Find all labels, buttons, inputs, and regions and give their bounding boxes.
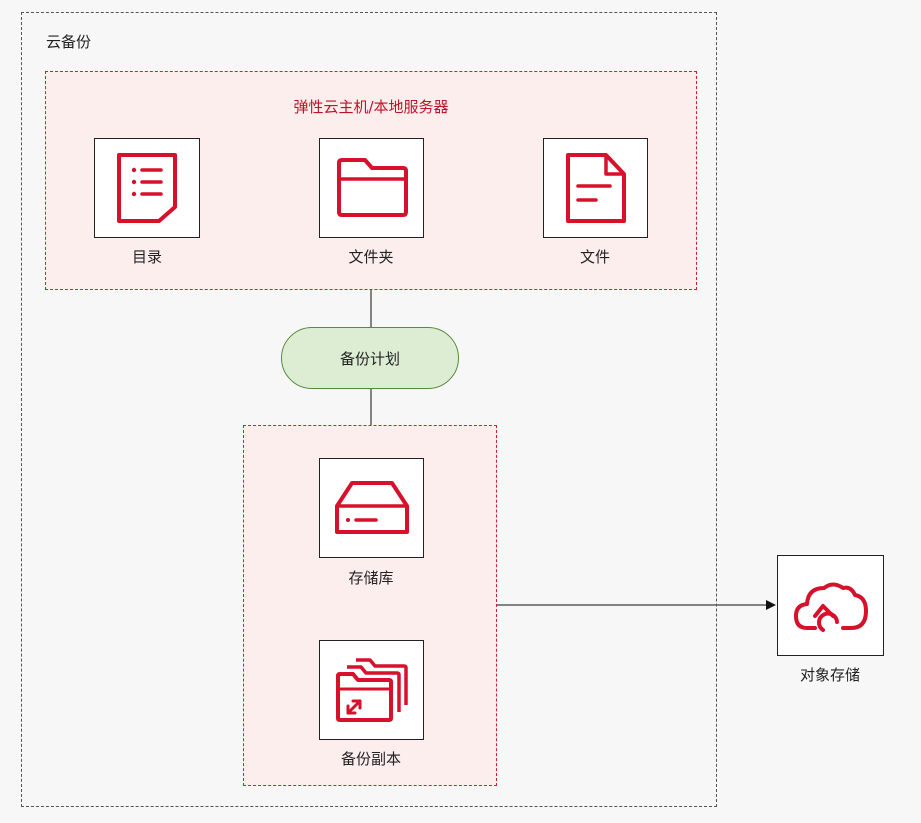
file-icon (565, 153, 626, 223)
folder-node[interactable] (319, 138, 424, 238)
backup-replica-label: 备份副本 (340, 750, 401, 768)
folder-label: 文件夹 (348, 248, 394, 266)
backup-plan-node[interactable]: 备份计划 (281, 327, 459, 389)
backup-plan-label: 备份计划 (339, 349, 400, 368)
vault-icon (334, 481, 409, 534)
directory-icon (117, 153, 177, 223)
vault-node[interactable] (319, 458, 424, 558)
backup-replica-node[interactable] (319, 640, 424, 740)
cloud-backup-title: 云备份 (46, 33, 92, 51)
file-node[interactable] (543, 138, 648, 238)
folder-icon (336, 158, 408, 217)
backup-replica-icon (335, 658, 408, 722)
cloud-backup-boundary (21, 12, 717, 807)
file-label: 文件 (579, 248, 610, 266)
host-server-group-title: 弹性云主机/本地服务器 (293, 98, 449, 116)
cloud-upload-icon (793, 582, 868, 632)
object-storage-label: 对象存储 (799, 666, 860, 684)
vault-label: 存储库 (348, 569, 394, 587)
object-storage-node[interactable] (777, 555, 884, 656)
directory-node[interactable] (94, 138, 200, 238)
directory-label: 目录 (131, 248, 162, 266)
